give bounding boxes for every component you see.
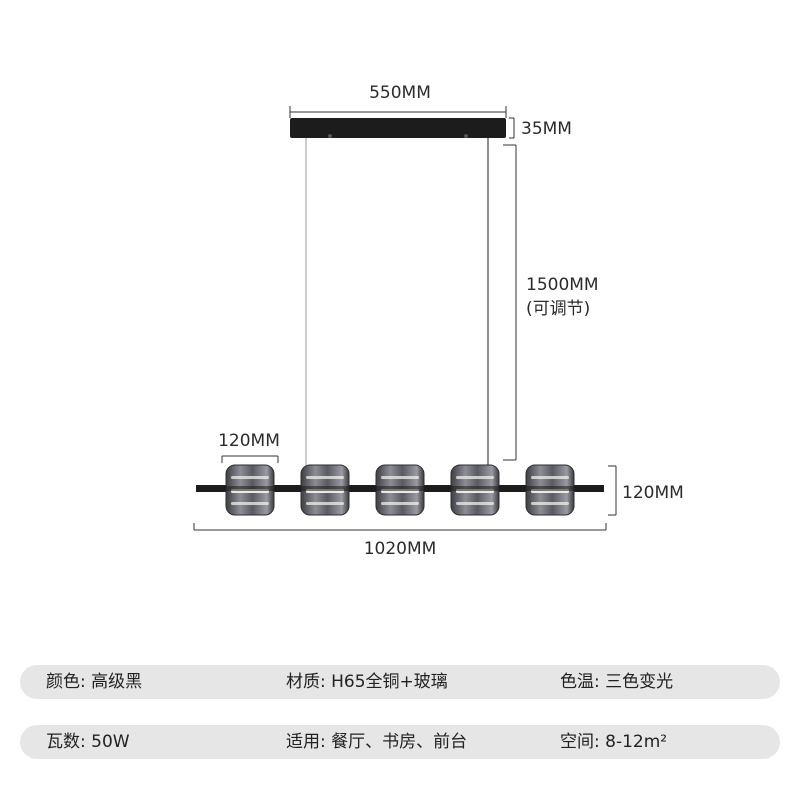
spec-space-value: 8-12m² (605, 732, 668, 752)
spec-wattage: 瓦数: 50W (46, 725, 130, 759)
led-ring (231, 476, 269, 479)
glass-shade (374, 464, 426, 516)
spec-usage-value: 餐厅、书房、前台 (331, 732, 468, 752)
spec-color-value: 高级黑 (91, 672, 143, 692)
total-length-dimension (193, 523, 607, 531)
spec-row-1: 颜色: 高级黑 材质: H65全铜+玻璃 色温: 三色变光 (20, 665, 780, 699)
glass-shade (224, 464, 276, 516)
spec-space: 空间: 8-12m² (560, 725, 667, 759)
spec-wattage-label: 瓦数: (46, 732, 86, 752)
shade-height-dimension (608, 465, 617, 516)
ceiling-width-dimension (289, 106, 507, 118)
glass-shade (299, 464, 351, 516)
spec-row-2: 瓦数: 50W 适用: 餐厅、书房、前台 空间: 8-12m² (20, 725, 780, 759)
led-ring (381, 476, 419, 479)
glass-shade (449, 464, 501, 516)
ceiling-height-dimension (509, 117, 515, 139)
shade-height-label: 120MM (622, 483, 684, 503)
spec-color-temp: 色温: 三色变光 (560, 665, 673, 699)
led-ring (231, 502, 269, 505)
led-ring (306, 476, 344, 479)
led-ring (531, 502, 569, 505)
spec-space-label: 空间: (560, 732, 600, 752)
led-ring (456, 502, 494, 505)
spec-color: 颜色: 高级黑 (46, 665, 142, 699)
led-ring (381, 502, 419, 505)
spec-material-value: H65全铜+玻璃 (331, 672, 448, 692)
bar-through-shade (524, 486, 576, 491)
canopy-screw (328, 134, 332, 138)
shade-width-label: 120MM (218, 431, 280, 451)
spec-usage-label: 适用: (286, 732, 326, 752)
total-length-label: 1020MM (364, 539, 437, 559)
bar-through-shade (449, 486, 501, 491)
bar-through-shade (374, 486, 426, 491)
cord-length-label: 1500MM (526, 275, 599, 295)
bar-through-shade (299, 486, 351, 491)
ceiling-height-label: 35MM (521, 119, 572, 139)
spec-color-temp-value: 三色变光 (605, 672, 674, 692)
spec-wattage-value: 50W (91, 732, 130, 752)
ceiling-width-label: 550MM (369, 83, 431, 103)
ceiling-canopy (290, 118, 506, 138)
led-ring (531, 476, 569, 479)
glass-shades (224, 464, 576, 516)
spec-usage: 适用: 餐厅、书房、前台 (286, 725, 467, 759)
spec-material: 材质: H65全铜+玻璃 (286, 665, 448, 699)
led-ring (456, 476, 494, 479)
led-ring (306, 502, 344, 505)
lamp-dimension-drawing: 550MM 35MM 1500MM (可调节) 120MM 120MM (193, 83, 684, 559)
cord-adjustable-note: (可调节) (526, 299, 590, 319)
cord-length-dimension (503, 144, 517, 461)
spec-color-label: 颜色: (46, 672, 86, 692)
spec-material-label: 材质: (286, 672, 326, 692)
spec-color-temp-label: 色温: (560, 672, 600, 692)
glass-shade (524, 464, 576, 516)
bar-through-shade (224, 486, 276, 491)
shade-width-dimension (221, 455, 279, 463)
canopy-screw (464, 134, 468, 138)
